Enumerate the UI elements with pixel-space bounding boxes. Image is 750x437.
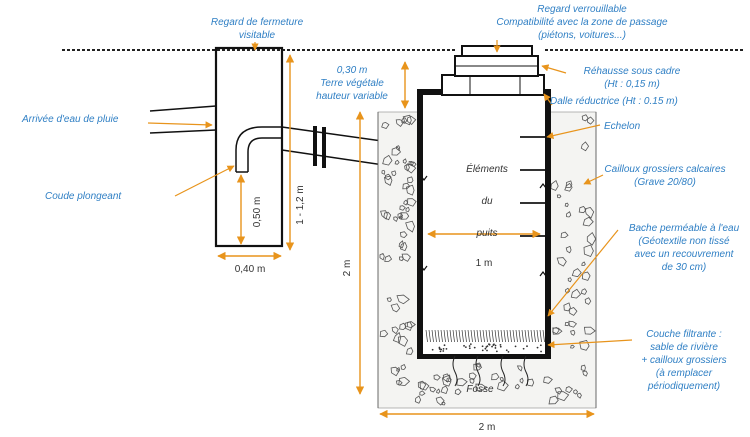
labels: Regard de fermeture visitable Arrivée d'… — [21, 4, 740, 395]
dim-1-12: 1 - 1,2 m — [295, 185, 306, 224]
inspection-chamber — [214, 46, 284, 248]
reducing-slab — [441, 74, 545, 96]
label-bache-recouvrement: avec un recouvrement — [635, 249, 735, 260]
label-terre-vegetale: Terre végétale — [320, 78, 384, 89]
dim-1m: 1 m — [476, 258, 493, 269]
label-couche-periodiquement: périodiquement) — [647, 381, 720, 392]
label-rehausse-ht: (Ht : 0,15 m) — [604, 79, 660, 90]
label-cailloux: Cailloux grossiers calcaires — [604, 164, 725, 175]
well-shaft — [417, 89, 551, 359]
label-arrivee-eau: Arrivée d'eau de pluie — [21, 114, 119, 125]
dim-040: 0,40 m — [235, 264, 266, 275]
label-couche-filtrante: Couche filtrante : — [646, 329, 722, 340]
label-fosse: Fosse — [466, 384, 494, 395]
dimension-lines — [217, 54, 595, 419]
filter-layer — [423, 328, 545, 354]
dim-050: 0,50 m — [252, 197, 263, 228]
label-couche-cailloux: + cailloux grossiers — [641, 355, 726, 366]
label-cailloux-grave: (Grave 20/80) — [634, 177, 696, 188]
label-compatibilite: Compatibilité avec la zone de passage — [496, 17, 668, 28]
label-elements-puits: puits — [475, 228, 497, 239]
label-elements-du: du — [481, 196, 493, 207]
label-bache-geotextile: (Géotextile non tissé — [638, 236, 730, 247]
drain-arrows — [452, 355, 529, 387]
pipe-flange — [322, 127, 326, 168]
frame-riser — [454, 55, 539, 77]
dim-2m-horizontal: 2 m — [479, 422, 496, 433]
label-regard-fermeture-sub: visitable — [239, 30, 276, 41]
label-bache: Bache perméable à l'eau — [629, 223, 740, 234]
label-echelon: Echelon — [604, 121, 641, 132]
label-terre-hauteur: hauteur variable — [316, 91, 388, 102]
label-regard-fermeture: Regard de fermeture — [211, 17, 304, 28]
label-elements: Éléments — [466, 162, 508, 175]
label-regard-verrouillable: Regard verrouillable — [537, 4, 627, 15]
label-bache-30cm: de 30 cm) — [662, 262, 706, 273]
label-terre-030: 0,30 m — [337, 65, 368, 76]
label-compatibilite-sub: (piétons, voitures...) — [538, 30, 626, 41]
leader-lines — [147, 40, 633, 349]
label-coude-plongeant: Coude plongeant — [45, 191, 122, 202]
dimension-texts: 0,50 m 0,40 m 1 - 1,2 m 1 m 2 m 2 m — [235, 185, 496, 433]
label-couche-remplacer: (à remplacer — [656, 368, 713, 379]
label-rehausse: Réhausse sous cadre — [584, 66, 681, 77]
pipe-flange — [313, 126, 317, 166]
inlet-pipe — [149, 105, 217, 134]
label-dalle-reductrice: Dalle réductrice (Ht : 0.15 m) — [550, 96, 678, 107]
plunging-elbow — [235, 126, 282, 173]
label-couche-sable: sable de rivière — [650, 342, 718, 353]
dim-2m-vertical: 2 m — [342, 260, 353, 277]
